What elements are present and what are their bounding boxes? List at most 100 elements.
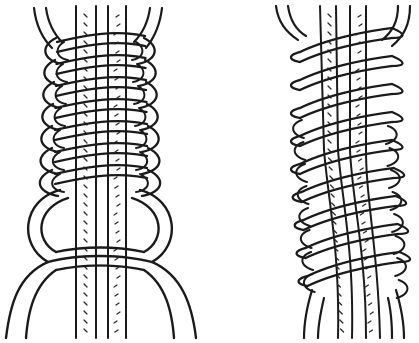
filler-tick: [328, 140, 331, 143]
filler-tick: [360, 213, 363, 215]
filler-tick: [115, 222, 118, 224]
filler-tick: [330, 185, 333, 188]
left-bottom-cord-2: [26, 270, 56, 338]
filler-tick: [117, 276, 120, 278]
filler-tick: [84, 239, 87, 242]
filler-tick: [84, 329, 87, 332]
filler-tick: [114, 69, 117, 71]
left-top-cord-2: [46, 8, 62, 42]
knot-cross-bar-top: [56, 99, 147, 108]
twist-bar-end-left: [291, 108, 300, 118]
knot-cross-bar-bottom: [56, 87, 146, 96]
filler-tick: [84, 311, 87, 314]
filler-tick: [117, 60, 120, 62]
left-loop-bar-2: [56, 248, 144, 253]
filler-tick: [365, 240, 368, 242]
bump-right: [395, 258, 406, 276]
knot-cross-bar-bottom: [55, 175, 147, 184]
filler-tick: [84, 320, 87, 323]
filler-tick: [363, 204, 366, 206]
knot-cross-bar-top: [55, 165, 147, 174]
filler-tick: [341, 329, 344, 332]
filler-tick: [116, 303, 119, 305]
knot-cross-bar-bottom: [57, 43, 145, 52]
filler-tick: [365, 285, 368, 287]
filler-tick: [116, 267, 119, 269]
filler-tick: [114, 105, 117, 107]
filler-tick: [357, 114, 360, 116]
twist-bar-end-left: [291, 80, 300, 90]
right-top-cord-1: [276, 6, 298, 40]
right-bottom-cord-1: [304, 290, 312, 338]
filler-tick: [364, 231, 367, 233]
filler-tick: [368, 276, 371, 278]
filler-tick: [84, 302, 87, 305]
filler-tick: [357, 78, 360, 80]
filler-tick: [368, 321, 371, 323]
filler-tick: [84, 194, 87, 197]
filler-tick: [115, 150, 118, 152]
filler-tick: [370, 312, 373, 314]
filler-tick: [115, 330, 118, 332]
filler-tick: [84, 14, 87, 17]
filler-tick: [116, 195, 119, 197]
filler-tick: [358, 123, 361, 125]
filler-tick: [84, 149, 87, 152]
filler-tick: [117, 96, 120, 98]
right-filler-edge-1: [320, 6, 338, 338]
knot-cross-bar-top: [57, 33, 145, 42]
left-top-cord-3: [134, 8, 150, 42]
filler-tick: [114, 249, 117, 251]
filler-tick: [340, 320, 343, 323]
filler-tick: [328, 23, 331, 26]
filler-tick: [84, 284, 87, 287]
filler-tick: [117, 204, 120, 206]
filler-tick: [361, 195, 364, 197]
filler-tick: [328, 14, 331, 17]
filler-tick: [329, 167, 332, 170]
knot-cross-bar-bottom: [56, 109, 147, 118]
filler-tick: [84, 86, 87, 89]
filler-tick: [332, 212, 335, 215]
twist-bar-end-right: [392, 112, 403, 122]
filler-tick: [115, 78, 118, 80]
filler-tick: [84, 140, 87, 143]
left-bottom-cord-4: [144, 270, 174, 338]
filler-tick: [114, 285, 117, 287]
left-loop-4: [132, 198, 159, 252]
filler-tick: [84, 41, 87, 44]
knot-cross-bar-bottom: [55, 153, 147, 162]
left-knot-rows: [40, 33, 160, 196]
filler-tick: [330, 176, 333, 179]
right-twisted-sennit: [276, 6, 410, 338]
left-filler-texture: [84, 14, 120, 332]
filler-tick: [84, 212, 87, 215]
filler-tick: [116, 15, 119, 17]
filler-tick: [328, 59, 331, 62]
knot-cross-bar-top: [55, 121, 147, 130]
filler-tick: [84, 59, 87, 62]
filler-tick: [116, 231, 119, 233]
filler-tick: [370, 330, 373, 332]
filler-tick: [84, 203, 87, 206]
filler-tick: [357, 150, 360, 152]
filler-tick: [84, 158, 87, 161]
filler-tick: [331, 194, 334, 197]
filler-tick: [116, 159, 119, 161]
filler-tick: [356, 141, 359, 143]
filler-tick: [358, 177, 361, 179]
left-loop-2: [41, 198, 68, 252]
filler-tick: [367, 294, 370, 296]
filler-tick: [114, 177, 117, 179]
filler-tick: [84, 95, 87, 98]
filler-tick: [356, 105, 359, 107]
filler-tick: [117, 132, 120, 134]
filler-tick: [84, 104, 87, 107]
knot-cross-bar-top: [55, 143, 147, 152]
filler-tick: [114, 213, 117, 215]
left-bottom-bar: [56, 266, 144, 271]
filler-tick: [115, 294, 118, 296]
filler-tick: [84, 23, 87, 26]
filler-tick: [359, 24, 362, 26]
